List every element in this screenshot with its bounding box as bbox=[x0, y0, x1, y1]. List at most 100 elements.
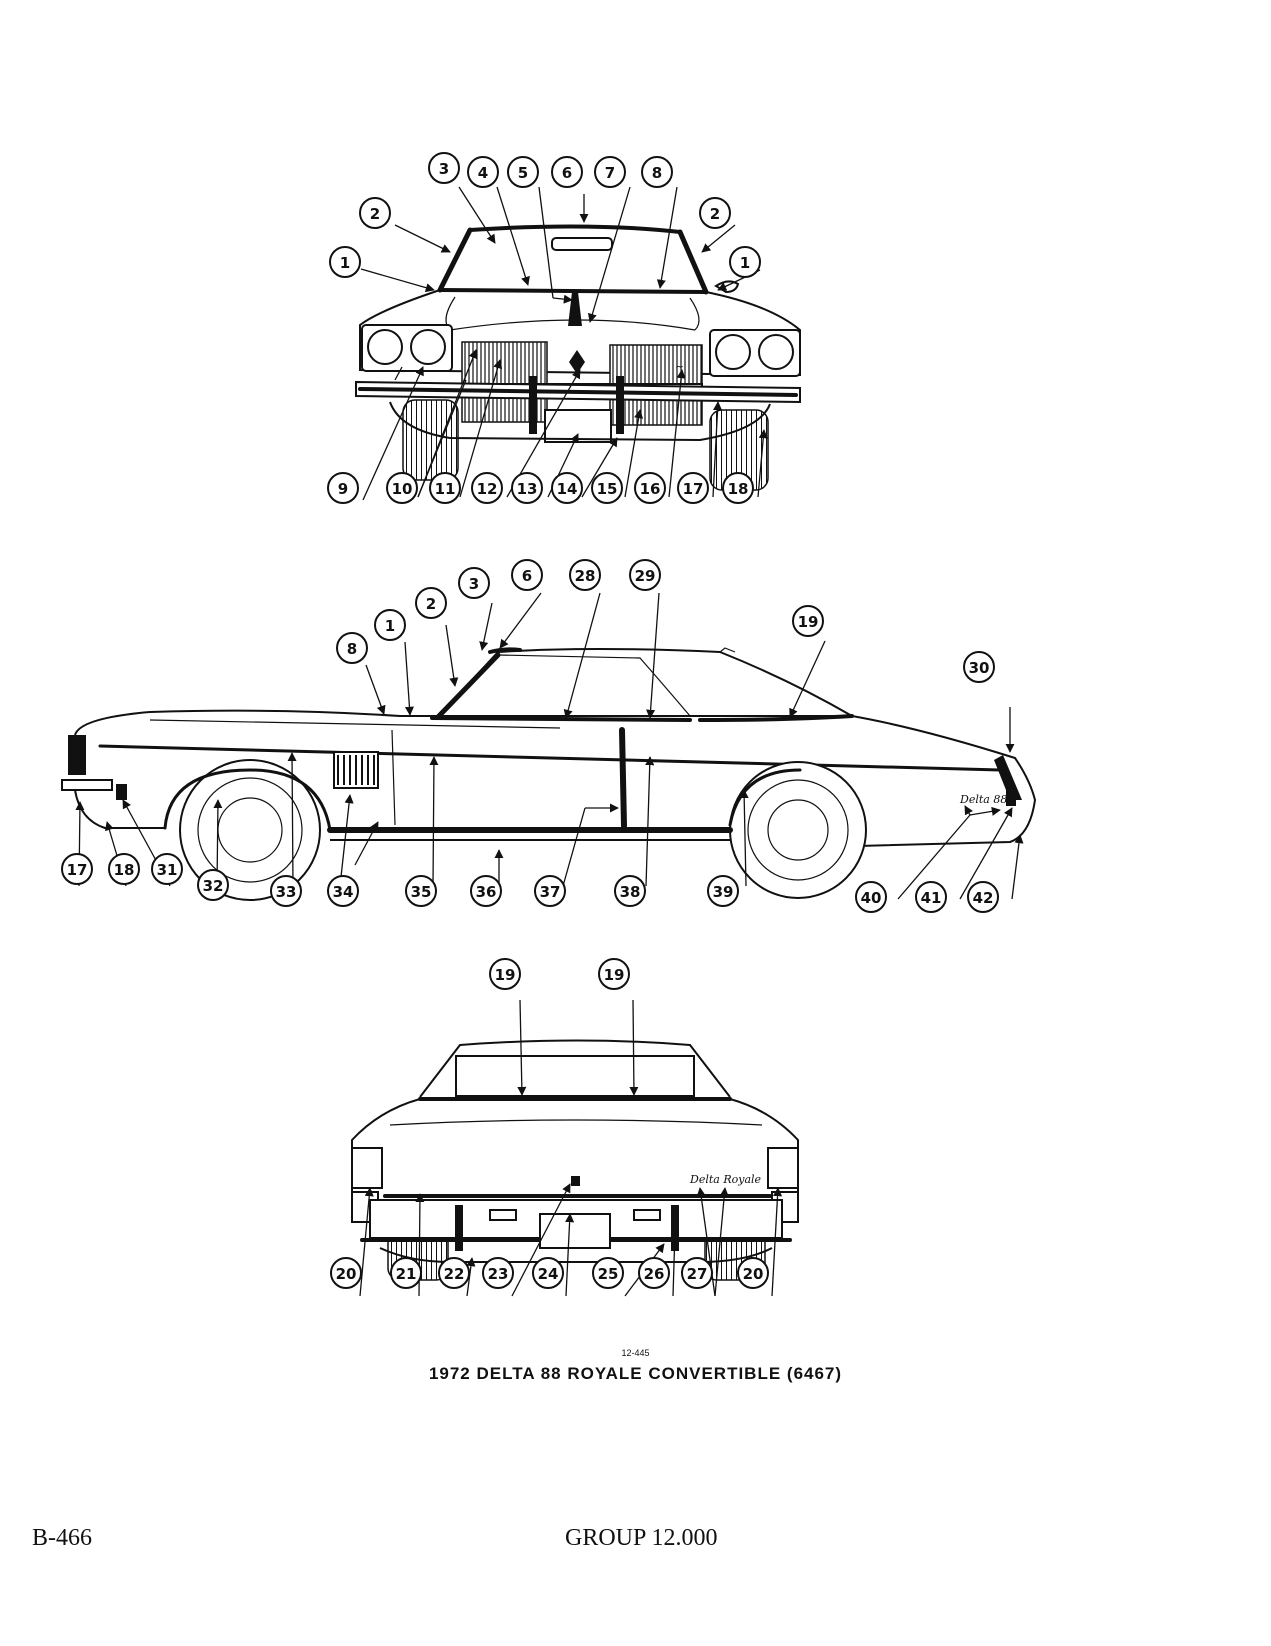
callout-circle bbox=[386, 472, 418, 504]
callout-number: 29 bbox=[635, 567, 656, 585]
callout-circle bbox=[681, 1257, 713, 1289]
callout-circle bbox=[61, 853, 93, 885]
callout-front-14: 14 bbox=[551, 472, 583, 504]
callout-circle bbox=[482, 1257, 514, 1289]
callout-circle bbox=[592, 1257, 624, 1289]
callout-number: 5 bbox=[518, 164, 528, 182]
callout-circle bbox=[634, 472, 666, 504]
callout-rear-27: 27 bbox=[681, 1257, 713, 1289]
callout-front-12: 12 bbox=[471, 472, 503, 504]
callout-number: 40 bbox=[861, 889, 882, 907]
callout-circle bbox=[329, 246, 361, 278]
callout-number: 33 bbox=[276, 883, 297, 901]
taillamp-right-upper bbox=[767, 1147, 799, 1189]
callout-circle bbox=[507, 156, 539, 188]
rear-script-emblem: Delta Royale bbox=[689, 1173, 762, 1186]
callout-front-6: 6 bbox=[551, 156, 583, 188]
callout-circle bbox=[598, 958, 630, 990]
callout-rear-19: 19 bbox=[489, 958, 521, 990]
figure-number: 12-445 bbox=[621, 1348, 650, 1358]
callout-rear-20: 20 bbox=[330, 1257, 362, 1289]
callout-number: 6 bbox=[562, 164, 572, 182]
callout-number: 23 bbox=[488, 1265, 509, 1283]
callout-rear-23: 23 bbox=[482, 1257, 514, 1289]
callout-rear-21: 21 bbox=[390, 1257, 422, 1289]
body-upper-contour bbox=[74, 709, 1037, 847]
callout-circle bbox=[722, 472, 754, 504]
headlamp-left-outer bbox=[367, 329, 403, 365]
callout-circle bbox=[677, 472, 709, 504]
callout-side-17: 17 bbox=[61, 853, 93, 885]
callout-circle bbox=[390, 1257, 422, 1289]
callout-number: 14 bbox=[557, 480, 578, 498]
callout-circle bbox=[197, 869, 229, 901]
callout-number: 30 bbox=[969, 659, 990, 677]
callout-front-8: 8 bbox=[641, 156, 673, 188]
callout-number: 19 bbox=[798, 613, 819, 631]
callout-circle bbox=[551, 472, 583, 504]
callout-number: 36 bbox=[476, 883, 497, 901]
windshield-top-molding bbox=[468, 224, 682, 234]
rear-license-plate bbox=[539, 1213, 611, 1249]
callout-front-2: 2 bbox=[359, 197, 391, 229]
door-window bbox=[497, 654, 691, 717]
rear-body bbox=[351, 1098, 799, 1211]
callout-front-18: 18 bbox=[722, 472, 754, 504]
callout-number: 19 bbox=[495, 966, 516, 984]
callout-number: 38 bbox=[620, 883, 641, 901]
callout-side-40: 40 bbox=[855, 881, 887, 913]
rear-top bbox=[419, 1039, 731, 1098]
windshield bbox=[438, 225, 708, 294]
callout-number: 1 bbox=[740, 254, 750, 272]
callout-circle bbox=[108, 853, 140, 885]
callout-number: 1 bbox=[340, 254, 350, 272]
rear-wheel bbox=[729, 761, 867, 899]
convertible-top bbox=[437, 648, 853, 718]
front-wheel bbox=[179, 759, 321, 901]
callout-circle bbox=[327, 875, 359, 907]
callout-circle bbox=[699, 197, 731, 229]
callout-circle bbox=[737, 1257, 769, 1289]
callout-number: 11 bbox=[435, 480, 456, 498]
side-script-emblem: Delta 88 bbox=[959, 793, 1007, 806]
callout-number: 2 bbox=[710, 205, 720, 223]
callout-number: 10 bbox=[392, 480, 413, 498]
callout-side-31: 31 bbox=[151, 853, 183, 885]
callout-side-42: 42 bbox=[967, 881, 999, 913]
grille-center-emblem bbox=[569, 350, 585, 374]
callout-front-17: 17 bbox=[677, 472, 709, 504]
fender-louvers bbox=[333, 751, 379, 789]
callout-side-2: 2 bbox=[415, 587, 447, 619]
callout-circle bbox=[629, 559, 661, 591]
callout-side-33: 33 bbox=[270, 875, 302, 907]
hood-ornament bbox=[568, 292, 582, 326]
callout-circle bbox=[470, 875, 502, 907]
callout-front-1: 1 bbox=[329, 246, 361, 278]
callout-side-6: 6 bbox=[511, 559, 543, 591]
callout-circle bbox=[489, 958, 521, 990]
callout-number: 28 bbox=[575, 567, 596, 585]
callout-circle bbox=[415, 587, 447, 619]
callout-circle bbox=[438, 1257, 470, 1289]
callout-number: 27 bbox=[687, 1265, 708, 1283]
callout-front-16: 16 bbox=[634, 472, 666, 504]
taillamp-left-upper bbox=[351, 1147, 383, 1189]
callout-number: 18 bbox=[114, 861, 135, 879]
callout-front-4: 4 bbox=[467, 156, 499, 188]
callout-circle bbox=[429, 472, 461, 504]
callout-side-18: 18 bbox=[108, 853, 140, 885]
front-view: ~ bbox=[355, 224, 801, 491]
callout-circle bbox=[428, 152, 460, 184]
callout-rear-24: 24 bbox=[532, 1257, 564, 1289]
callout-front-9: 9 bbox=[327, 472, 359, 504]
callout-number: 17 bbox=[683, 480, 704, 498]
rear-view-mirror bbox=[551, 237, 613, 251]
rear-valance bbox=[379, 1247, 773, 1263]
front-left-tire bbox=[402, 399, 459, 481]
callout-circle bbox=[327, 472, 359, 504]
callout-number: 18 bbox=[728, 480, 749, 498]
callout-circle bbox=[405, 875, 437, 907]
callout-circle bbox=[511, 472, 543, 504]
callout-number: 22 bbox=[444, 1265, 465, 1283]
callout-rear-26: 26 bbox=[638, 1257, 670, 1289]
